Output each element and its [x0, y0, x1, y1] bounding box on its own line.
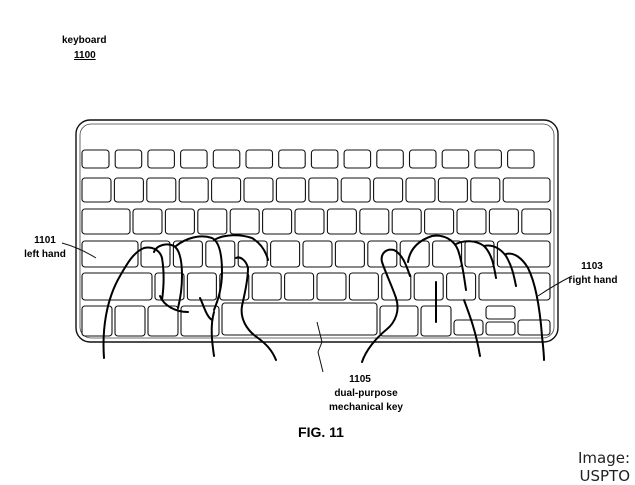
letter-key [349, 273, 378, 300]
letter-key [317, 273, 346, 300]
letter-key [425, 209, 454, 234]
number-row-key [309, 178, 338, 202]
left-shift-key [82, 273, 152, 300]
caps-lock-key [82, 241, 138, 267]
number-row-key [179, 178, 208, 202]
letter-key [360, 209, 389, 234]
function-key [377, 150, 404, 168]
letter-key [187, 273, 216, 300]
key-label-line-1: dual-purpose [316, 388, 416, 400]
function-key [213, 150, 240, 168]
number-row-key [374, 178, 403, 202]
letter-key [457, 209, 486, 234]
function-key [410, 150, 437, 168]
letter-key [303, 241, 332, 267]
letter-key [327, 209, 356, 234]
function-key [82, 150, 109, 168]
number-row-key [82, 178, 111, 202]
letter-key [271, 241, 300, 267]
letter-key [489, 209, 518, 234]
letter-key [414, 273, 443, 300]
letter-key [447, 273, 476, 300]
function-key [508, 150, 534, 168]
number-row-key [147, 178, 176, 202]
letter-key [252, 273, 281, 300]
space-bar [222, 303, 377, 335]
figure-caption: FIG. 11 [286, 424, 356, 440]
number-row-key [244, 178, 273, 202]
letter-key [263, 209, 292, 234]
letter-key [433, 241, 462, 267]
number-row-key [471, 178, 500, 202]
key-ref-number: 1105 [342, 374, 378, 386]
letter-key [133, 209, 162, 234]
number-row-key [114, 178, 143, 202]
arrow-down-key [486, 322, 515, 335]
keyboard-label: keyboard [62, 35, 122, 47]
number-row-key [341, 178, 370, 202]
function-key [181, 150, 208, 168]
control-key [115, 306, 145, 336]
letter-key [230, 209, 259, 234]
option-key [148, 306, 178, 336]
letter-key [198, 209, 227, 234]
letter-key [295, 209, 324, 234]
left-hand-ref-number: 1101 [28, 235, 62, 247]
keyboard-ref-number: 1100 [74, 50, 96, 62]
letter-key [392, 209, 421, 234]
delete-key [503, 178, 550, 202]
right-hand-ref-number: 1103 [575, 261, 609, 273]
number-row-key [438, 178, 467, 202]
image-credit: Image: USPTO [534, 449, 630, 485]
function-key [344, 150, 371, 168]
key-label-line-2: mechanical key [311, 402, 421, 414]
letter-key [335, 241, 364, 267]
arrow-left-key [454, 320, 483, 335]
function-key [148, 150, 175, 168]
right-hand-label: right hand [561, 275, 625, 287]
function-key [311, 150, 338, 168]
letter-key [238, 241, 267, 267]
arrow-right-key [518, 320, 550, 335]
letter-key [522, 209, 551, 234]
number-row-key [212, 178, 241, 202]
arrow-up-key [486, 306, 515, 319]
letter-key [165, 209, 194, 234]
number-row-key [406, 178, 435, 202]
function-key [115, 150, 142, 168]
function-key [442, 150, 469, 168]
left-hand-label: left hand [15, 249, 75, 261]
tab-key [82, 209, 130, 234]
function-key [279, 150, 306, 168]
function-key [246, 150, 273, 168]
letter-key [285, 273, 314, 300]
function-key [475, 150, 502, 168]
number-row-key [276, 178, 305, 202]
